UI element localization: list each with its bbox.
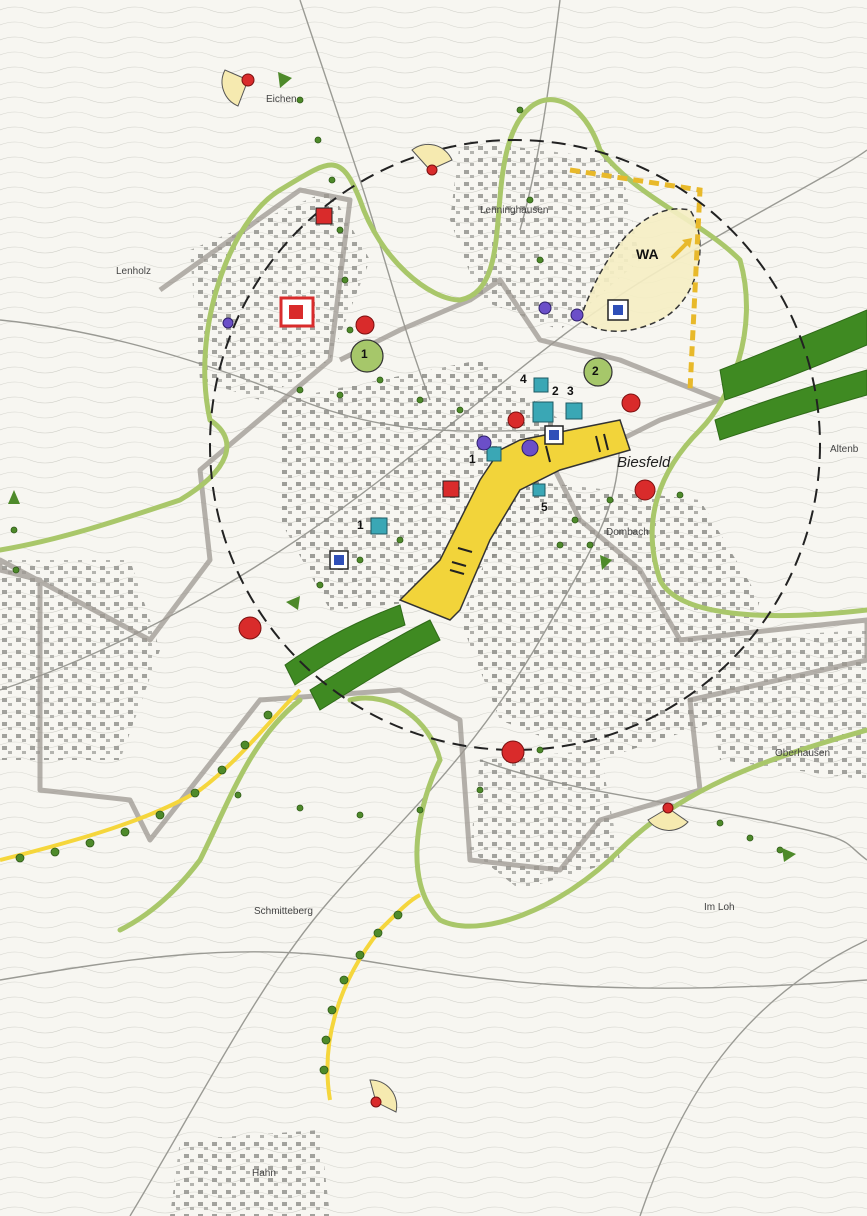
number-teal-3: 3	[567, 384, 574, 398]
place-label-oberhausen: Oberhausen	[775, 748, 831, 759]
number-teal-west-1: 1	[357, 518, 364, 532]
walking-radius	[209, 139, 821, 751]
number-teal-4: 4	[520, 372, 527, 386]
zone-label-wa: WA	[636, 246, 659, 262]
place-label-hahn: Hahn	[252, 1168, 276, 1179]
number-green-2: 2	[592, 364, 599, 378]
route-dots	[10, 96, 784, 1075]
teal-square-markers[interactable]	[370, 377, 583, 535]
wa-arrow	[670, 240, 690, 260]
place-label-eichen: Eichen	[266, 94, 297, 105]
viewpoint-sectors	[221, 69, 689, 1113]
place-label-im-loh: Im Loh	[704, 902, 735, 913]
route-arrows	[8, 72, 796, 862]
crosswalk-marks	[449, 433, 609, 575]
wa-arrow-head	[682, 238, 692, 248]
place-label-lenninghausen: Lenninghausen	[480, 205, 549, 216]
development-boundary	[0, 187, 867, 873]
place-label-biesfeld: Biesfeld	[617, 454, 671, 471]
planned-road-dashed	[569, 167, 703, 391]
green-belt-lines	[0, 97, 867, 933]
red-square-markers[interactable]	[279, 207, 460, 498]
number-teal-1: 1	[469, 452, 476, 466]
place-label-lenholz: Lenholz	[116, 266, 152, 277]
red-poi-markers[interactable]	[238, 73, 674, 1108]
forest-areas	[284, 309, 867, 711]
place-label-altenb: Altenb	[830, 444, 859, 455]
main-route-south[interactable]	[325, 893, 421, 1101]
number-teal-5: 5	[541, 500, 548, 514]
number-green-1: 1	[361, 347, 368, 361]
place-label-dombach: Dombach	[606, 527, 649, 538]
town-center-zone[interactable]	[398, 419, 631, 621]
blue-framed-markers[interactable]	[329, 299, 629, 570]
number-teal-2: 2	[552, 384, 559, 398]
settlement-areas	[0, 140, 867, 1216]
green-numbered-circles[interactable]	[350, 339, 613, 387]
purple-poi-markers[interactable]	[222, 301, 584, 457]
place-label-schmitteberg: Schmitteberg	[254, 906, 313, 917]
